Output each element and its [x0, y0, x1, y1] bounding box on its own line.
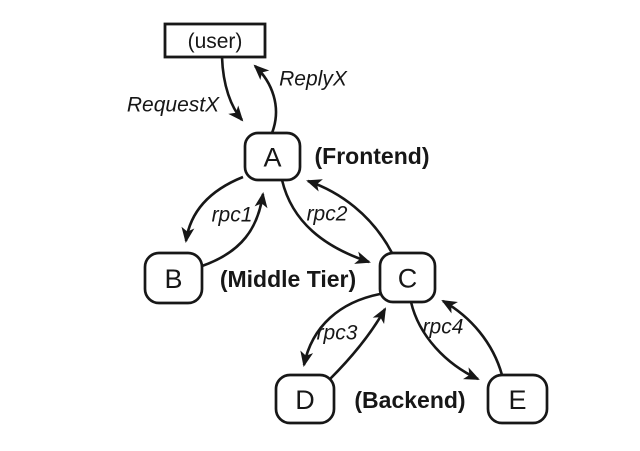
edge-label-requestx: RequestX: [127, 94, 220, 117]
edges: [181, 56, 504, 381]
edge-label-rpc1: rpc1: [212, 204, 253, 227]
edge-request-user-to-a: [220, 56, 244, 122]
edge-labels: RequestX ReplyX rpc1 rpc2 rpc3 rpc4: [127, 68, 464, 345]
node-b-label: B: [164, 264, 182, 294]
tier-labels: (Frontend) (Middle Tier) (Backend): [220, 143, 466, 413]
node-user-box: [163, 22, 267, 59]
node-e: E: [486, 373, 549, 425]
edge-rpc3-d-to-c: [329, 307, 387, 380]
node-a-box: [243, 131, 302, 182]
edge-label-rpc4: rpc4: [423, 316, 464, 339]
node-c-box: [378, 251, 437, 304]
node-a-label: A: [263, 143, 281, 173]
edge-rpc1-b-to-a: [201, 192, 268, 268]
node-c-label: C: [398, 264, 418, 294]
node-d-box: [274, 373, 336, 425]
edge-label-rpc3: rpc3: [317, 322, 358, 345]
edge-rpc4-c-to-e: [409, 301, 480, 381]
node-a: A: [243, 131, 302, 182]
edge-rpc1-a-to-b: [181, 175, 244, 243]
node-e-label: E: [508, 385, 526, 415]
tier-label-backend: (Backend): [354, 387, 465, 413]
tier-label-frontend: (Frontend): [315, 143, 430, 169]
edge-label-rpc2: rpc2: [307, 203, 348, 226]
edge-rpc3-c-to-d: [300, 292, 381, 367]
node-user: (user): [163, 22, 267, 59]
edge-rpc2-a-to-c: [280, 179, 371, 264]
node-e-box: [486, 373, 549, 425]
edge-rpc2-c-to-a: [306, 179, 394, 254]
edge-rpc4-e-to-c: [441, 299, 504, 376]
node-d-label: D: [295, 385, 315, 415]
tier-label-middle: (Middle Tier): [220, 266, 356, 292]
node-user-label: (user): [188, 30, 243, 53]
edge-label-replyx: ReplyX: [279, 68, 348, 91]
node-b-box: [143, 251, 204, 305]
node-c: C: [378, 251, 437, 304]
node-b: B: [143, 251, 204, 305]
node-d: D: [274, 373, 336, 425]
edge-reply-a-to-user: [253, 64, 278, 134]
